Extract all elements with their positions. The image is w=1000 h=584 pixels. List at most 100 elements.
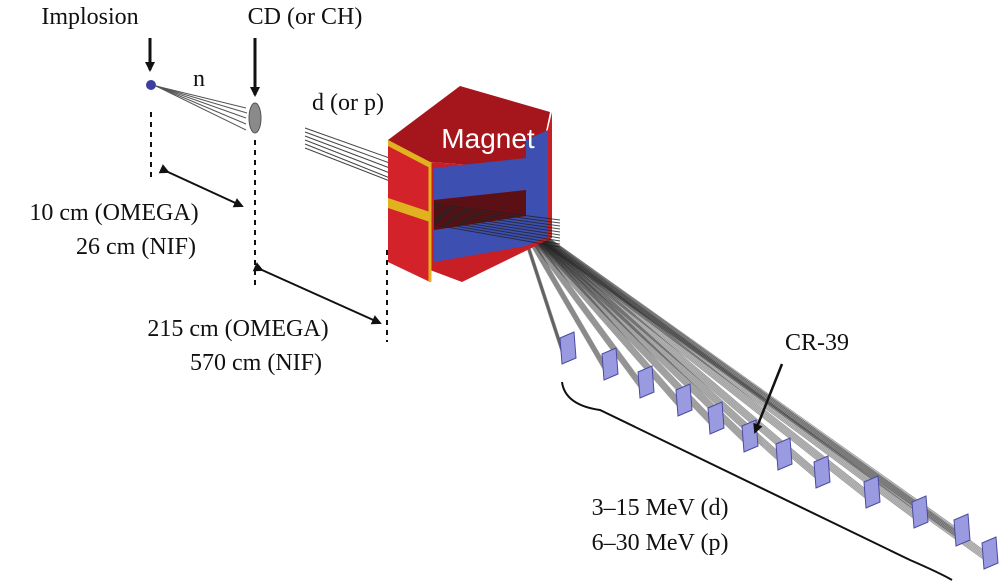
trajectory-line [519,217,957,528]
trajectory-line [519,220,745,437]
implosion-label: Implosion [41,4,138,30]
trajectory-line [519,224,957,536]
deuteron-label: d (or p) [312,90,384,116]
trajectory-line [519,217,817,470]
trajectory-line [519,220,711,419]
magnet-yellow-edge-top [388,140,430,168]
trajectory-line [519,217,985,551]
trajectory-line [519,218,985,553]
cr39-detector-array [559,331,999,570]
trajectory-line [519,226,985,560]
trajectory-line [519,223,605,368]
trajectory-line [519,218,957,530]
trajectory-line [519,218,641,382]
target-foil [248,102,262,134]
magnet-pole-lower [434,216,526,262]
trajectory-line [519,217,641,380]
trajectory-line [519,226,867,499]
implosion-dot [146,80,156,90]
trajectory-line [519,217,745,434]
trajectory-line [519,220,957,531]
cr39-detector [601,347,619,381]
trajectory-line [519,217,711,416]
magnet-pole-upper [434,158,526,200]
trajectory-line [519,223,779,458]
trajectory-line [519,220,867,493]
distance-2-omega-label: 215 cm (OMEGA) [147,316,328,342]
trajectory-line [519,217,867,490]
trajectory-line [519,223,957,534]
gap-trajectory-line [433,224,561,248]
trajectory-line [519,218,745,436]
trajectory-line [519,224,605,370]
neutron-label: n [193,66,205,92]
distance-2-arrow [252,262,382,325]
cr39-label: CR-39 [785,330,849,356]
trajectory-line [519,220,817,473]
energy-deuteron-label: 3–15 MeV (d) [592,495,729,521]
gap-trajectory-line [433,208,561,227]
trajectory-line [519,224,641,388]
cr39-detector [775,437,793,471]
cr39-detector [741,419,759,453]
gap-trajectory-line [433,212,561,233]
trajectory-line [519,224,817,478]
cr39-detector [813,455,831,489]
energy-proton-label: 6–30 MeV (p) [592,530,729,556]
trajectory-line [519,223,915,516]
trajectory-line [519,226,957,537]
trajectory-line [519,220,985,554]
trajectory-line [519,221,957,533]
trajectory-line [519,221,915,515]
trajectory-line [519,226,817,479]
cr39-detector [863,475,881,509]
gap-trajectory-line [433,203,561,221]
trajectory-line [519,220,779,455]
trajectory-line [519,221,867,495]
detector-bracket [561,381,953,581]
magnet-yellow-edge-mid [388,198,430,222]
trajectory-line [519,226,641,389]
trajectory-line [519,224,745,442]
trajectory-line [519,221,779,457]
trajectory-line [519,218,867,492]
trajectory-line [519,221,745,439]
cr39-detector [953,513,971,547]
cr39-detector [707,401,725,435]
trajectory-line [519,224,915,518]
cr39-detector [981,536,999,570]
trajectory-line [519,226,915,519]
distance-1-omega-label: 10 cm (OMEGA) [29,200,198,226]
gap-trajectory-line [433,210,561,230]
target-label: CD (or CH) [248,4,363,30]
neutron-fan [155,85,248,131]
trajectory-line [519,224,779,460]
gap-trajectory-line [433,205,561,224]
trajectory-line [519,221,985,556]
cr39-detector [637,365,655,399]
trajectory-line [519,220,915,513]
trajectory-line [519,223,745,440]
trajectory-line [519,217,915,510]
trajectory-line [519,223,867,496]
cr39-detector [911,495,929,529]
trajectory-line [519,223,985,557]
trajectory-line [519,218,711,418]
distance-2-nif-label: 570 cm (NIF) [190,350,322,376]
trajectory-line [519,218,817,472]
gap-trajectory-line [433,219,561,242]
trajectory-line [519,221,641,385]
gap-beam [433,203,561,248]
trajectory-line [519,223,641,386]
magnet-label: Magnet [441,123,535,154]
gap-trajectory-line [433,221,561,245]
trajectory-line [519,218,779,454]
trajectory-line [519,221,817,475]
trajectory-line [519,223,817,476]
trajectory-line [519,221,711,421]
magnet-top-face [388,86,550,170]
trajectory-line [519,217,779,452]
cr39-arrow [753,363,784,434]
magnet: Magnet [388,86,552,282]
